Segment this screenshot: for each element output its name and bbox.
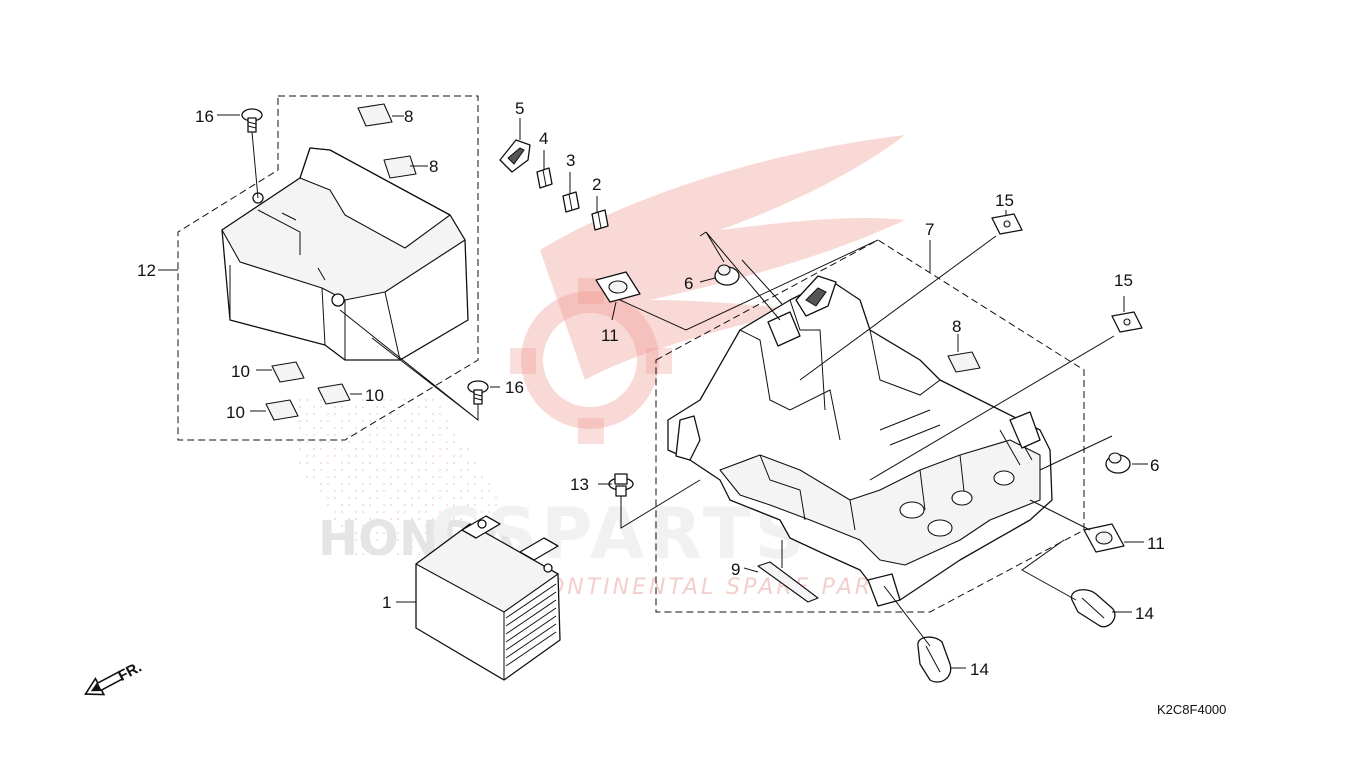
grommet-part-6-a <box>714 264 740 286</box>
pad-10-b <box>317 383 351 405</box>
callout-10b: 10 <box>365 386 384 405</box>
pad-10-c <box>265 399 299 421</box>
pad-part-9 <box>757 561 819 603</box>
pad-8-a <box>357 103 393 127</box>
callout-14a: 14 <box>1135 604 1154 623</box>
callout-15a: 15 <box>995 191 1014 210</box>
clip-nut-part-11-b <box>1083 523 1125 553</box>
fuse-part-4 <box>536 167 553 189</box>
callout-5: 5 <box>515 99 524 118</box>
screw-16-top <box>241 108 263 133</box>
speed-nut-part-15-a <box>991 213 1023 235</box>
clip-nut-part-11-a <box>595 271 641 303</box>
callout-14b: 14 <box>970 660 989 679</box>
fuse-part-3 <box>562 191 580 213</box>
screw-16-bottom <box>467 380 489 405</box>
callout-8c: 8 <box>952 317 961 336</box>
callout-8b: 8 <box>429 157 438 176</box>
battery-tray-part-7 <box>655 239 1085 613</box>
front-arrow-icon <box>84 670 124 696</box>
callout-10c: 10 <box>226 403 245 422</box>
connector-part-5 <box>499 139 531 173</box>
callout-6a: 6 <box>684 274 693 293</box>
speed-nut-part-15-b <box>1111 311 1143 333</box>
pad-8-b <box>383 155 417 179</box>
callout-15b: 15 <box>1114 271 1133 290</box>
callout-11a: 11 <box>601 326 619 345</box>
callout-4: 4 <box>539 129 548 148</box>
pad-10-a <box>271 361 305 383</box>
grommet-part-6-b <box>1105 452 1131 474</box>
watermark-gear <box>521 291 659 429</box>
pad-8-c <box>947 351 981 373</box>
callout-6b: 6 <box>1150 456 1159 475</box>
callout-2: 2 <box>592 175 601 194</box>
callout-13: 13 <box>570 475 589 494</box>
battery-part-1 <box>415 515 561 681</box>
callout-16b: 16 <box>505 378 524 397</box>
watermark-wing <box>540 135 905 380</box>
callout-1: 1 <box>382 593 391 612</box>
callout-10a: 10 <box>231 362 250 381</box>
callout-3: 3 <box>566 151 575 170</box>
callout-8a: 8 <box>404 107 413 126</box>
fuse-part-2 <box>591 209 609 231</box>
diagram-code: K2C8F4000 <box>1157 702 1226 717</box>
callout-9: 9 <box>731 560 740 579</box>
battery-cover-part-12 <box>177 95 479 441</box>
callout-16a: 16 <box>195 107 214 126</box>
band-part-14-a <box>1070 589 1116 628</box>
callout-labels: 16 8 8 12 10 10 10 16 5 4 3 2 6 11 7 15 … <box>137 99 1165 679</box>
leader-lines <box>158 114 1148 669</box>
callout-11b: 11 <box>1147 534 1165 553</box>
band-part-14-b <box>917 636 952 683</box>
callout-7: 7 <box>925 220 934 239</box>
callout-12: 12 <box>137 261 156 280</box>
